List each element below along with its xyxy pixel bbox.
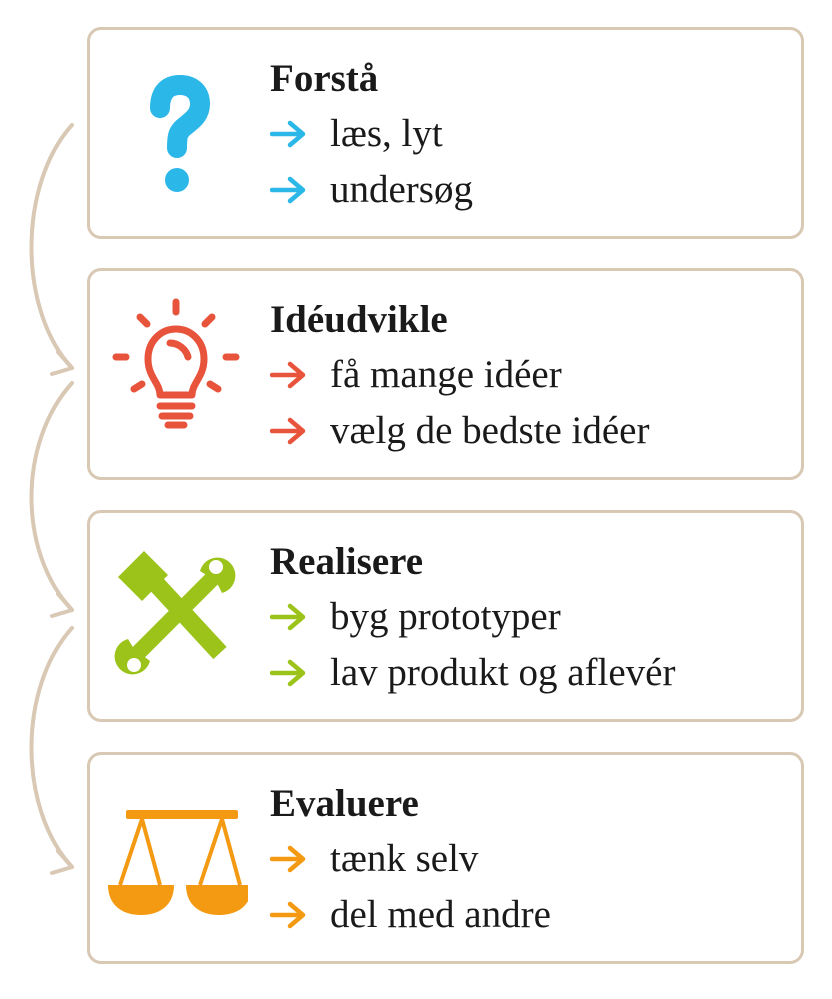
- list-item: lav produkt og aflevér: [269, 645, 791, 701]
- step-card-evaluere: Evaluere tænk selv del med andre: [87, 752, 804, 964]
- list-item-text: undersøg: [330, 168, 473, 211]
- question-mark-icon: [98, 50, 248, 200]
- step-card-realisere: Realisere byg prototyper lav produkt og …: [87, 510, 804, 722]
- arrow-right-icon: [269, 645, 330, 701]
- step-title: Evaluere: [270, 782, 419, 825]
- list-item-text: lav produkt og aflevér: [330, 651, 676, 694]
- arrow-right-icon: [269, 106, 330, 162]
- list-item: byg prototyper: [269, 589, 791, 645]
- list-item-text: byg prototyper: [330, 595, 561, 638]
- step-card-ideudvikle: Idéudvikle få mange idéer vælg de bedste…: [87, 268, 804, 480]
- list-item: del med andre: [269, 887, 791, 943]
- connector-arrow-1: [29, 123, 74, 370]
- arrow-right-icon: [269, 589, 330, 645]
- list-item-text: tænk selv: [330, 837, 479, 880]
- scales-icon: [98, 775, 248, 925]
- hammer-wrench-icon: [98, 533, 248, 683]
- light-bulb-icon: [98, 291, 248, 441]
- list-item-text: vælg de bedste idéer: [330, 409, 650, 452]
- list-item: få mange idéer: [269, 347, 791, 403]
- step-title: Idéudvikle: [270, 298, 448, 341]
- arrow-right-icon: [269, 347, 330, 403]
- list-item: læs, lyt: [269, 106, 791, 162]
- arrow-right-icon: [269, 887, 330, 943]
- list-item-text: del med andre: [330, 893, 551, 936]
- connector-arrow-2: [29, 381, 74, 612]
- arrow-right-icon: [269, 831, 330, 887]
- step-title: Realisere: [270, 540, 424, 583]
- list-item: undersøg: [269, 162, 791, 218]
- arrow-right-icon: [269, 403, 330, 459]
- arrow-right-icon: [269, 162, 330, 218]
- list-item: vælg de bedste idéer: [269, 403, 791, 459]
- connector-arrow-3: [29, 626, 74, 869]
- list-item: tænk selv: [269, 831, 791, 887]
- step-card-forstaa: Forstå læs, lyt undersøg: [87, 27, 804, 239]
- step-title: Forstå: [270, 57, 379, 100]
- list-item-text: læs, lyt: [330, 112, 443, 155]
- list-item-text: få mange idéer: [330, 353, 562, 396]
